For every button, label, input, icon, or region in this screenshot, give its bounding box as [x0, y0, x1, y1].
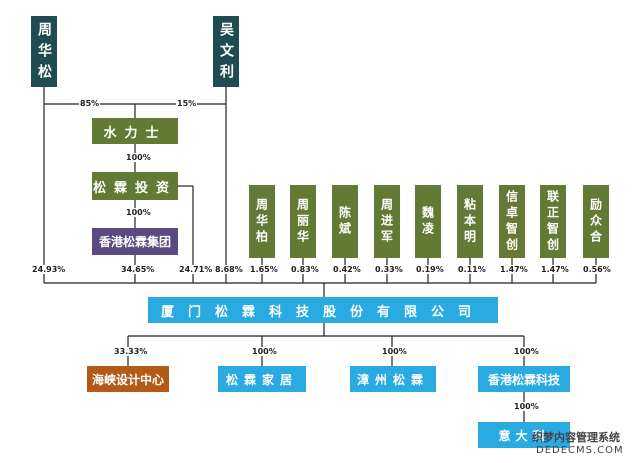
- shareholder-chen-bin: 陈斌: [332, 185, 358, 258]
- subsidiary-songlin-home: 松霖家居: [218, 366, 306, 392]
- subsidiary-haixia-design-center: 海峡设计中心: [87, 366, 169, 392]
- pct-italy: 100%: [513, 402, 540, 411]
- pct-songlin-home: 100%: [251, 347, 278, 356]
- shareholder-zhou-lihua: 周丽华: [290, 185, 316, 258]
- pct-haixia: 33.33%: [113, 347, 149, 356]
- company-xiamen-songlin-tech: 厦门松霖科技股份有限公司: [148, 297, 498, 323]
- node-hk-songlin-group: 香港松霖集团: [92, 228, 178, 255]
- shareholder-zhou-huabai: 周华柏: [249, 185, 275, 258]
- pct-zhangzhou: 100%: [381, 347, 408, 356]
- shareholder-wei-ling: 魏凌: [415, 185, 441, 258]
- shareholder-lianzheng-zhichuang: 联正智创: [540, 185, 566, 258]
- shareholder-xinzhuo-zhichuang: 信卓智创: [499, 185, 525, 258]
- watermark-line1: 织梦内容管理系统: [532, 431, 620, 444]
- node-shui-li-shi: 水力士: [92, 118, 178, 144]
- stake-wei-ling: 0.19%: [415, 265, 445, 274]
- stake-lianzheng-zhichuang: 1.47%: [540, 265, 570, 274]
- shareholder-lizhonghe: 励众合: [583, 185, 609, 258]
- pct-zhou-to-shuilishi: 85%: [79, 99, 101, 108]
- stake-chen-bin: 0.42%: [332, 265, 362, 274]
- stake-zhou-lihua: 0.83%: [290, 265, 320, 274]
- stake-songlin-investment: 24.71%: [178, 265, 214, 274]
- stake-lizhonghe: 0.56%: [582, 265, 612, 274]
- stake-zhou-huasong: 24.93%: [31, 265, 67, 274]
- watermark-line2: DEDECMS.COM: [536, 445, 624, 456]
- shareholder-zhou-huasong: 周华松: [31, 16, 57, 87]
- stake-nian-benming: 0.11%: [457, 265, 487, 274]
- pct-shuilishi-to-investment: 100%: [125, 153, 152, 162]
- pct-investment-to-group: 100%: [125, 208, 152, 217]
- shareholder-nian-benming: 粘本明: [457, 185, 483, 258]
- stake-zhou-jinjun: 0.33%: [374, 265, 404, 274]
- stake-zhou-huabai: 1.65%: [249, 265, 279, 274]
- pct-wu-to-shuilishi: 15%: [176, 99, 198, 108]
- subsidiary-italy: 意大利: [478, 422, 570, 448]
- stake-hk-songlin-group: 34.65%: [120, 265, 156, 274]
- subsidiary-zhangzhou-songlin: 漳州松霖: [350, 366, 436, 392]
- stake-wu-wenli: 8.68%: [214, 265, 244, 274]
- node-songlin-investment: 松霖投资: [92, 172, 178, 200]
- pct-hk-tech: 100%: [513, 347, 540, 356]
- subsidiary-hk-songlin-tech: 香港松霖科技: [478, 366, 570, 392]
- stake-xinzhuo-zhichuang: 1.47%: [499, 265, 529, 274]
- shareholder-wu-wenli: 吴文利: [213, 16, 239, 87]
- shareholder-zhou-jinjun: 周进军: [374, 185, 400, 258]
